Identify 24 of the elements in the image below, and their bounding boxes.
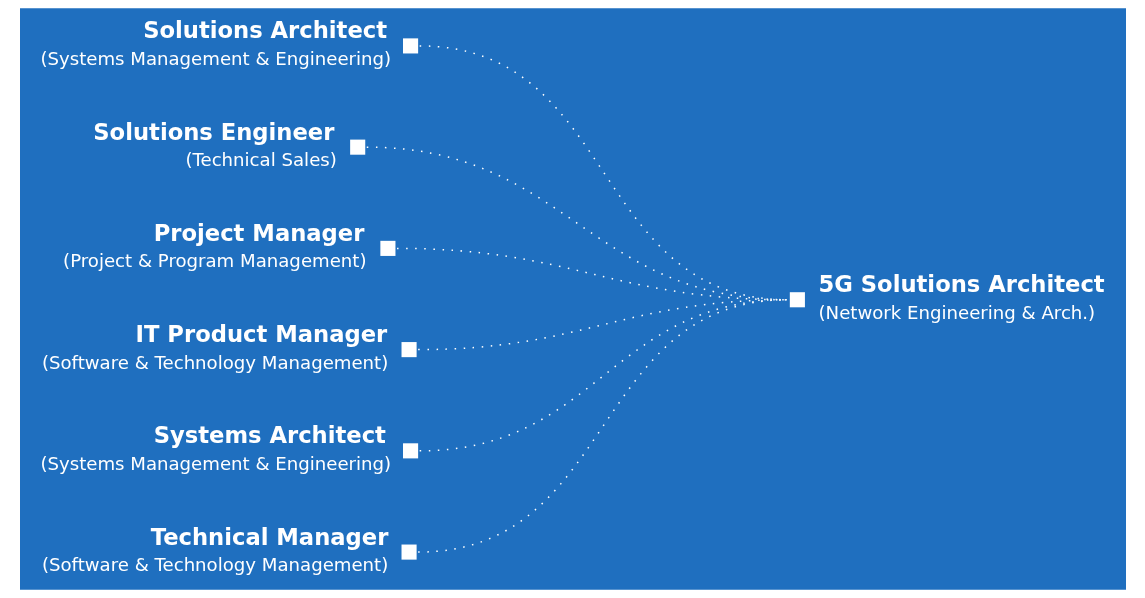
- node-label: (Technical Sales): [184, 149, 337, 171]
- node-label: Solutions Engineer: [92, 118, 334, 145]
- node-label: 5G Solutions Architect: [818, 271, 1105, 298]
- node-label: Systems Architect: [153, 422, 386, 449]
- node-box: [789, 292, 805, 308]
- node-label: (Project & Program Management): [62, 250, 367, 272]
- node-box: [402, 38, 418, 54]
- node-box: [379, 240, 395, 256]
- node-label: Project Manager: [153, 219, 364, 246]
- node-label: Solutions Architect: [142, 17, 387, 44]
- node-label: (Systems Management & Engineering): [39, 47, 391, 69]
- node-box: [401, 544, 417, 560]
- connector: [416, 299, 789, 351]
- node-label: (Systems Management & Engineering): [39, 452, 391, 474]
- connector: [416, 299, 789, 553]
- node-label: IT Product Manager: [135, 321, 387, 348]
- node-label: (Network Engineering & Arch.): [818, 301, 1095, 323]
- node-label: (Software & Technology Management): [41, 554, 388, 576]
- connector: [418, 299, 789, 452]
- node-label: (Software & Technology Management): [41, 351, 388, 373]
- node-box: [402, 443, 418, 459]
- node-label: Technical Manager: [150, 523, 388, 550]
- node-box: [349, 139, 365, 155]
- node-box: [401, 342, 417, 358]
